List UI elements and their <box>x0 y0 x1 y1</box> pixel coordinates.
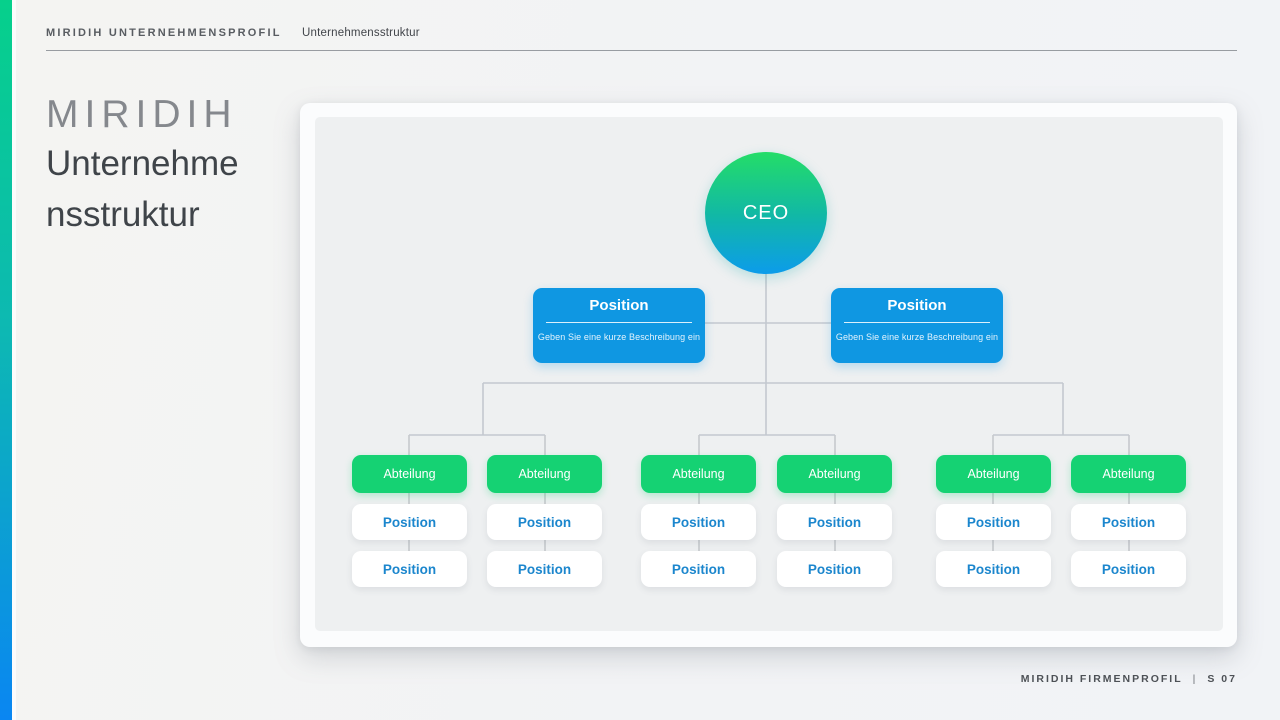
header-section-label: Unternehmensstruktur <box>302 27 420 39</box>
position-node: Position <box>352 551 467 587</box>
position-node: Position <box>641 504 756 540</box>
footer: MIRIDIH FIRMENPROFIL | S 07 <box>1021 673 1237 685</box>
footer-page-number: S 07 <box>1207 673 1237 685</box>
position-node: Position <box>1071 504 1186 540</box>
position-node: Position <box>641 551 756 587</box>
department-column: Abteilung Position Position <box>487 455 602 588</box>
position-node: Position <box>1071 551 1186 587</box>
manager-node-right: Position Geben Sie eine kurze Beschreibu… <box>831 288 1003 363</box>
position-node: Position <box>777 504 892 540</box>
department-node: Abteilung <box>777 455 892 493</box>
manager-divider <box>844 322 990 323</box>
position-node: Position <box>936 551 1051 587</box>
department-column: Abteilung Position Position <box>641 455 756 588</box>
department-column: Abteilung Position Position <box>936 455 1051 588</box>
position-node: Position <box>936 504 1051 540</box>
department-node: Abteilung <box>1071 455 1186 493</box>
slide-title: MIRIDIH Unternehme nsstruktur <box>46 92 281 240</box>
department-column: Abteilung Position Position <box>1071 455 1186 588</box>
position-node: Position <box>487 551 602 587</box>
footer-separator: | <box>1192 673 1198 685</box>
department-node: Abteilung <box>487 455 602 493</box>
manager-title: Position <box>589 297 649 314</box>
position-node: Position <box>352 504 467 540</box>
manager-title: Position <box>887 297 947 314</box>
manager-node-left: Position Geben Sie eine kurze Beschreibu… <box>533 288 705 363</box>
accent-bar-highlight <box>12 0 16 720</box>
footer-brand: MIRIDIH FIRMENPROFIL <box>1020 673 1183 685</box>
header-divider <box>46 50 1237 51</box>
header-brand: MIRIDIH UNTERNEHMENSPROFIL <box>46 27 282 39</box>
department-node: Abteilung <box>352 455 467 493</box>
department-node: Abteilung <box>641 455 756 493</box>
position-node: Position <box>487 504 602 540</box>
position-node: Position <box>777 551 892 587</box>
department-column: Abteilung Position Position <box>352 455 467 588</box>
ceo-label: CEO <box>742 201 790 224</box>
manager-description: Geben Sie eine kurze Beschreibung ein <box>835 332 999 342</box>
manager-divider <box>546 322 692 323</box>
department-node: Abteilung <box>936 455 1051 493</box>
slide-title-brand: MIRIDIH <box>46 93 238 136</box>
slide-title-line-2: nsstruktur <box>46 195 200 234</box>
ceo-node: CEO <box>705 152 827 274</box>
accent-gradient-bar <box>0 0 12 720</box>
department-column: Abteilung Position Position <box>777 455 892 588</box>
manager-description: Geben Sie eine kurze Beschreibung ein <box>537 332 701 342</box>
slide-title-line-1: Unternehme <box>46 144 239 183</box>
